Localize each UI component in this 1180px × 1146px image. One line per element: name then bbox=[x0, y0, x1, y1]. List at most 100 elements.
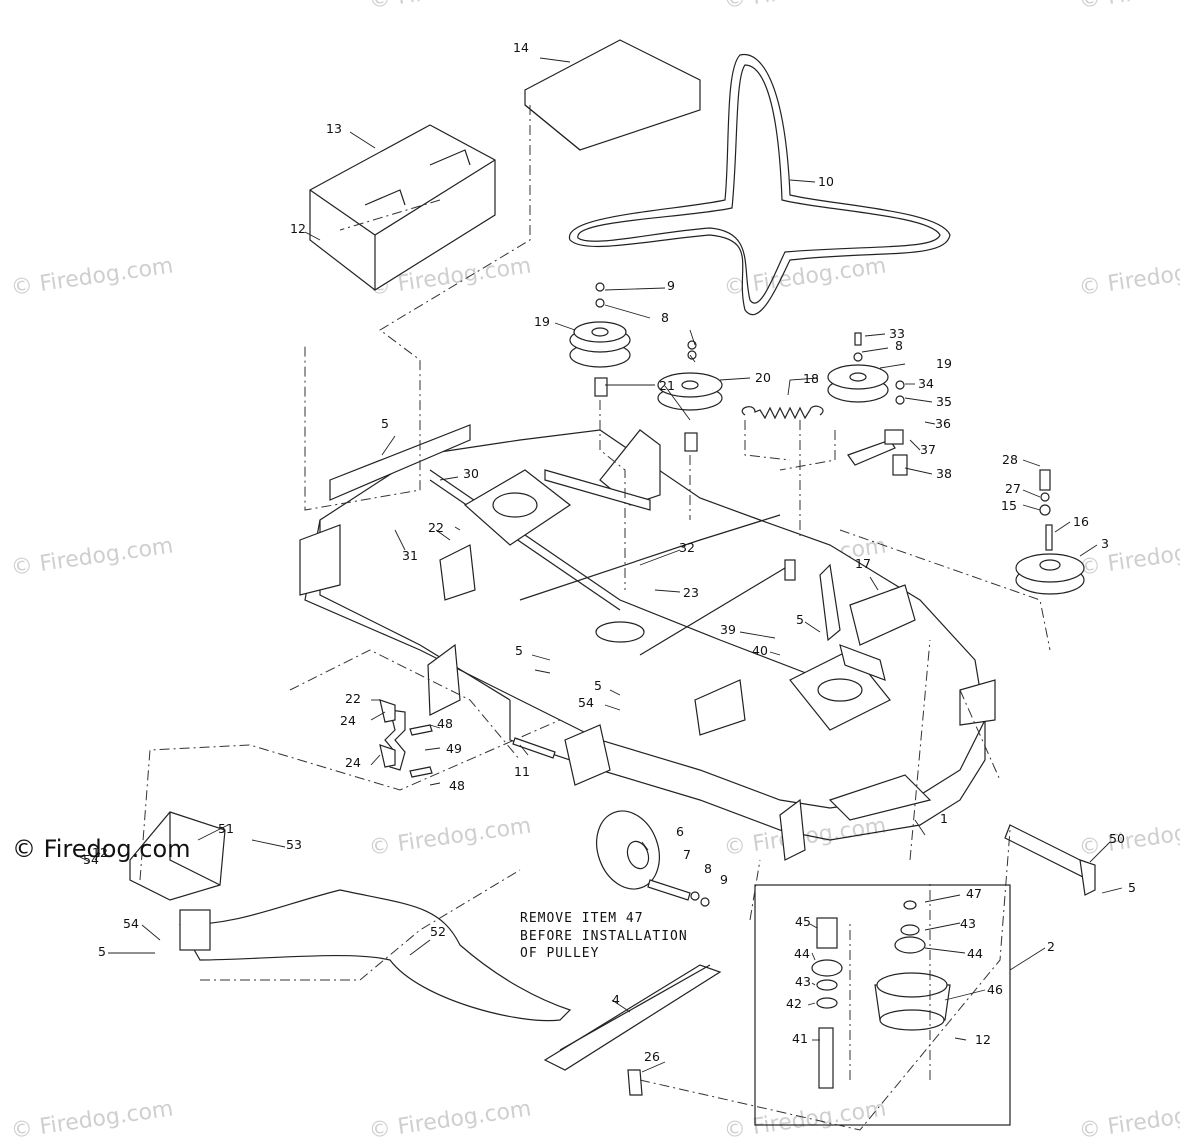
callout-16: 16 bbox=[1073, 514, 1089, 529]
callout-17: 17 bbox=[855, 556, 871, 571]
callout-2: 2 bbox=[1047, 939, 1055, 954]
callout-8: 8 bbox=[661, 310, 669, 325]
callout-15: 15 bbox=[1001, 498, 1017, 513]
callout-19: 19 bbox=[534, 314, 550, 329]
callout-41: 41 bbox=[792, 1031, 808, 1046]
callout-24: 24 bbox=[340, 713, 356, 728]
callout-47: 47 bbox=[966, 886, 982, 901]
callout-54: 54 bbox=[83, 852, 99, 867]
pulley-3 bbox=[1015, 469, 1085, 595]
callout-4: 4 bbox=[612, 992, 620, 1007]
callout-43: 43 bbox=[960, 916, 976, 931]
callout-43: 43 bbox=[795, 974, 811, 989]
callout-12: 12 bbox=[92, 845, 108, 860]
installation-note: REMOVE ITEM 47 BEFORE INSTALLATION OF PU… bbox=[520, 911, 688, 961]
callout-5: 5 bbox=[381, 416, 389, 431]
callout-44: 44 bbox=[967, 946, 983, 961]
idler-arm-37 bbox=[847, 429, 908, 476]
callout-35: 35 bbox=[936, 394, 952, 409]
callout-labels: 1234555555678889910111212121314151617181… bbox=[83, 40, 1136, 1064]
callout-22: 22 bbox=[428, 520, 444, 535]
watermark-text: © Firedog.com bbox=[1077, 253, 1180, 301]
pulley-20 bbox=[657, 340, 723, 452]
callout-52: 52 bbox=[430, 924, 446, 939]
callout-21: 21 bbox=[659, 378, 675, 393]
callout-31: 31 bbox=[402, 548, 418, 563]
callout-6: 6 bbox=[676, 824, 684, 839]
callout-8: 8 bbox=[704, 861, 712, 876]
callout-32: 32 bbox=[679, 540, 695, 555]
callout-46: 46 bbox=[987, 982, 1003, 997]
watermark-text: © Firedog.com bbox=[1077, 0, 1180, 14]
callout-22: 22 bbox=[345, 691, 361, 706]
callout-30: 30 bbox=[463, 466, 479, 481]
callout-9: 9 bbox=[720, 872, 728, 887]
pulley-19-right bbox=[827, 332, 905, 405]
mower-deck bbox=[299, 424, 996, 861]
note-line-2: BEFORE INSTALLATION bbox=[520, 929, 688, 944]
callout-24: 24 bbox=[345, 755, 361, 770]
rod-50 bbox=[1004, 824, 1096, 896]
callout-11: 11 bbox=[514, 764, 530, 779]
callout-40: 40 bbox=[752, 643, 768, 658]
callout-20: 20 bbox=[755, 370, 771, 385]
callout-33: 33 bbox=[889, 326, 905, 341]
callout-9: 9 bbox=[667, 278, 675, 293]
callout-19: 19 bbox=[936, 356, 952, 371]
callout-42: 42 bbox=[786, 996, 802, 1011]
assembly-lines bbox=[139, 105, 1051, 1131]
callout-37: 37 bbox=[920, 442, 936, 457]
callout-3: 3 bbox=[1101, 536, 1109, 551]
callout-1: 1 bbox=[940, 811, 948, 826]
callout-12: 12 bbox=[975, 1032, 991, 1047]
callout-45: 45 bbox=[795, 914, 811, 929]
watermark-text: © Firedog.com bbox=[367, 1096, 533, 1144]
callout-5: 5 bbox=[515, 643, 523, 658]
callout-14: 14 bbox=[513, 40, 529, 55]
callout-18: 18 bbox=[803, 371, 819, 386]
callout-49: 49 bbox=[446, 741, 462, 756]
watermark-text: © Firedog.com bbox=[1077, 813, 1180, 861]
watermark-text: © Firedog.com bbox=[1077, 1096, 1180, 1144]
callout-48: 48 bbox=[449, 778, 465, 793]
callout-39: 39 bbox=[720, 622, 736, 637]
callout-48: 48 bbox=[437, 716, 453, 731]
note-line-1: REMOVE ITEM 47 bbox=[520, 911, 644, 926]
watermark-text: © Firedog.com bbox=[722, 813, 888, 861]
callout-51: 51 bbox=[218, 821, 234, 836]
callout-54: 54 bbox=[578, 695, 594, 710]
callout-54: 54 bbox=[123, 916, 139, 931]
chain-49 bbox=[379, 699, 433, 778]
callout-27: 27 bbox=[1005, 481, 1021, 496]
callout-36: 36 bbox=[935, 416, 951, 431]
callout-26: 26 bbox=[644, 1049, 660, 1064]
watermark-text: © Firedog.com bbox=[367, 813, 533, 861]
watermark-primary: © Firedog.com bbox=[12, 835, 191, 863]
belt-10 bbox=[569, 53, 951, 316]
watermark-text: © Firedog.com bbox=[9, 533, 175, 581]
baffle-51 bbox=[129, 811, 226, 901]
blade-4 bbox=[543, 964, 722, 1096]
watermark-text: © Firedog.com bbox=[9, 253, 175, 301]
rod-11 bbox=[512, 737, 556, 759]
callout-8: 8 bbox=[895, 338, 903, 353]
callout-5: 5 bbox=[594, 678, 602, 693]
watermark-text: © Firedog.com bbox=[367, 0, 533, 14]
callout-44: 44 bbox=[794, 946, 810, 961]
callout-53: 53 bbox=[286, 837, 302, 852]
callout-12: 12 bbox=[290, 221, 306, 236]
watermark-text: © Firedog.com bbox=[1077, 533, 1180, 581]
spring-18 bbox=[741, 405, 824, 420]
watermark-text: © Firedog.com bbox=[722, 1096, 888, 1144]
callout-5: 5 bbox=[796, 612, 804, 627]
shield-13 bbox=[309, 124, 496, 291]
callout-28: 28 bbox=[1002, 452, 1018, 467]
callout-7: 7 bbox=[683, 847, 691, 862]
deflector-52 bbox=[178, 889, 572, 1022]
note-line-3: OF PULLEY bbox=[520, 946, 599, 961]
wheel-6 bbox=[596, 810, 710, 907]
callout-10: 10 bbox=[818, 174, 834, 189]
callout-38: 38 bbox=[936, 466, 952, 481]
callout-50: 50 bbox=[1109, 831, 1125, 846]
